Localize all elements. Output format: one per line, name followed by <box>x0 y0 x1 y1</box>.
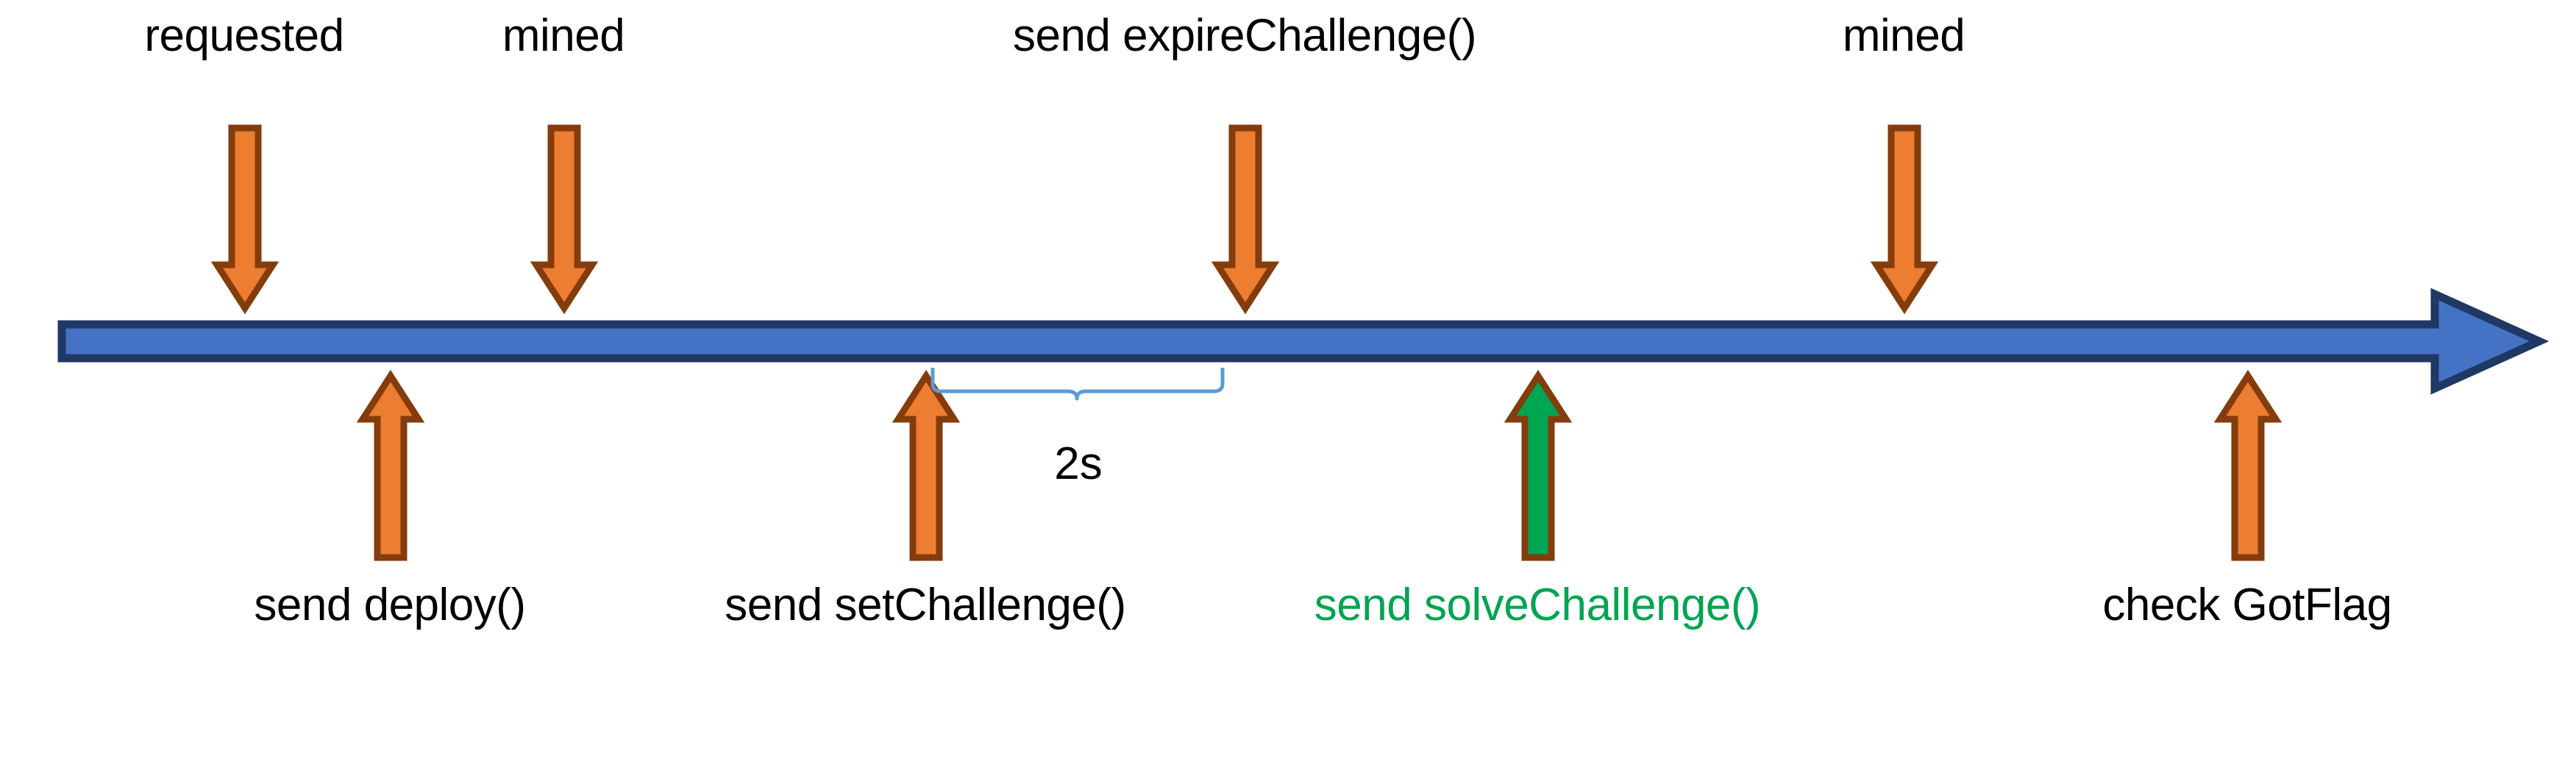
duration-bracket-icon <box>931 368 1225 401</box>
marker-arrow-check-gotflag <box>2213 369 2283 561</box>
marker-arrow-send-solvechallenge <box>1504 369 1573 561</box>
duration-bracket-label: 2s <box>1054 438 1103 489</box>
marker-label-check-gotflag: check GotFlag <box>2102 580 2392 630</box>
marker-arrow-mined-2 <box>1870 124 1939 315</box>
marker-label-mined-1: mined <box>502 10 625 61</box>
marker-label-requested: requested <box>144 10 344 61</box>
marker-arrow-mined-1 <box>530 124 599 315</box>
marker-label-send-deploy: send deploy() <box>254 580 526 630</box>
marker-label-send-solvechallenge: send solveChallenge() <box>1314 580 1761 630</box>
marker-arrow-requested <box>210 124 280 315</box>
marker-label-send-setchallenge: send setChallenge() <box>725 580 1126 630</box>
marker-arrow-send-setchallenge <box>892 369 961 561</box>
marker-arrow-send-deploy <box>356 369 425 561</box>
marker-label-mined-2: mined <box>1842 10 1965 61</box>
marker-label-send-expirechallenge: send expireChallenge() <box>1012 10 1477 61</box>
marker-arrow-send-expirechallenge <box>1211 124 1280 315</box>
